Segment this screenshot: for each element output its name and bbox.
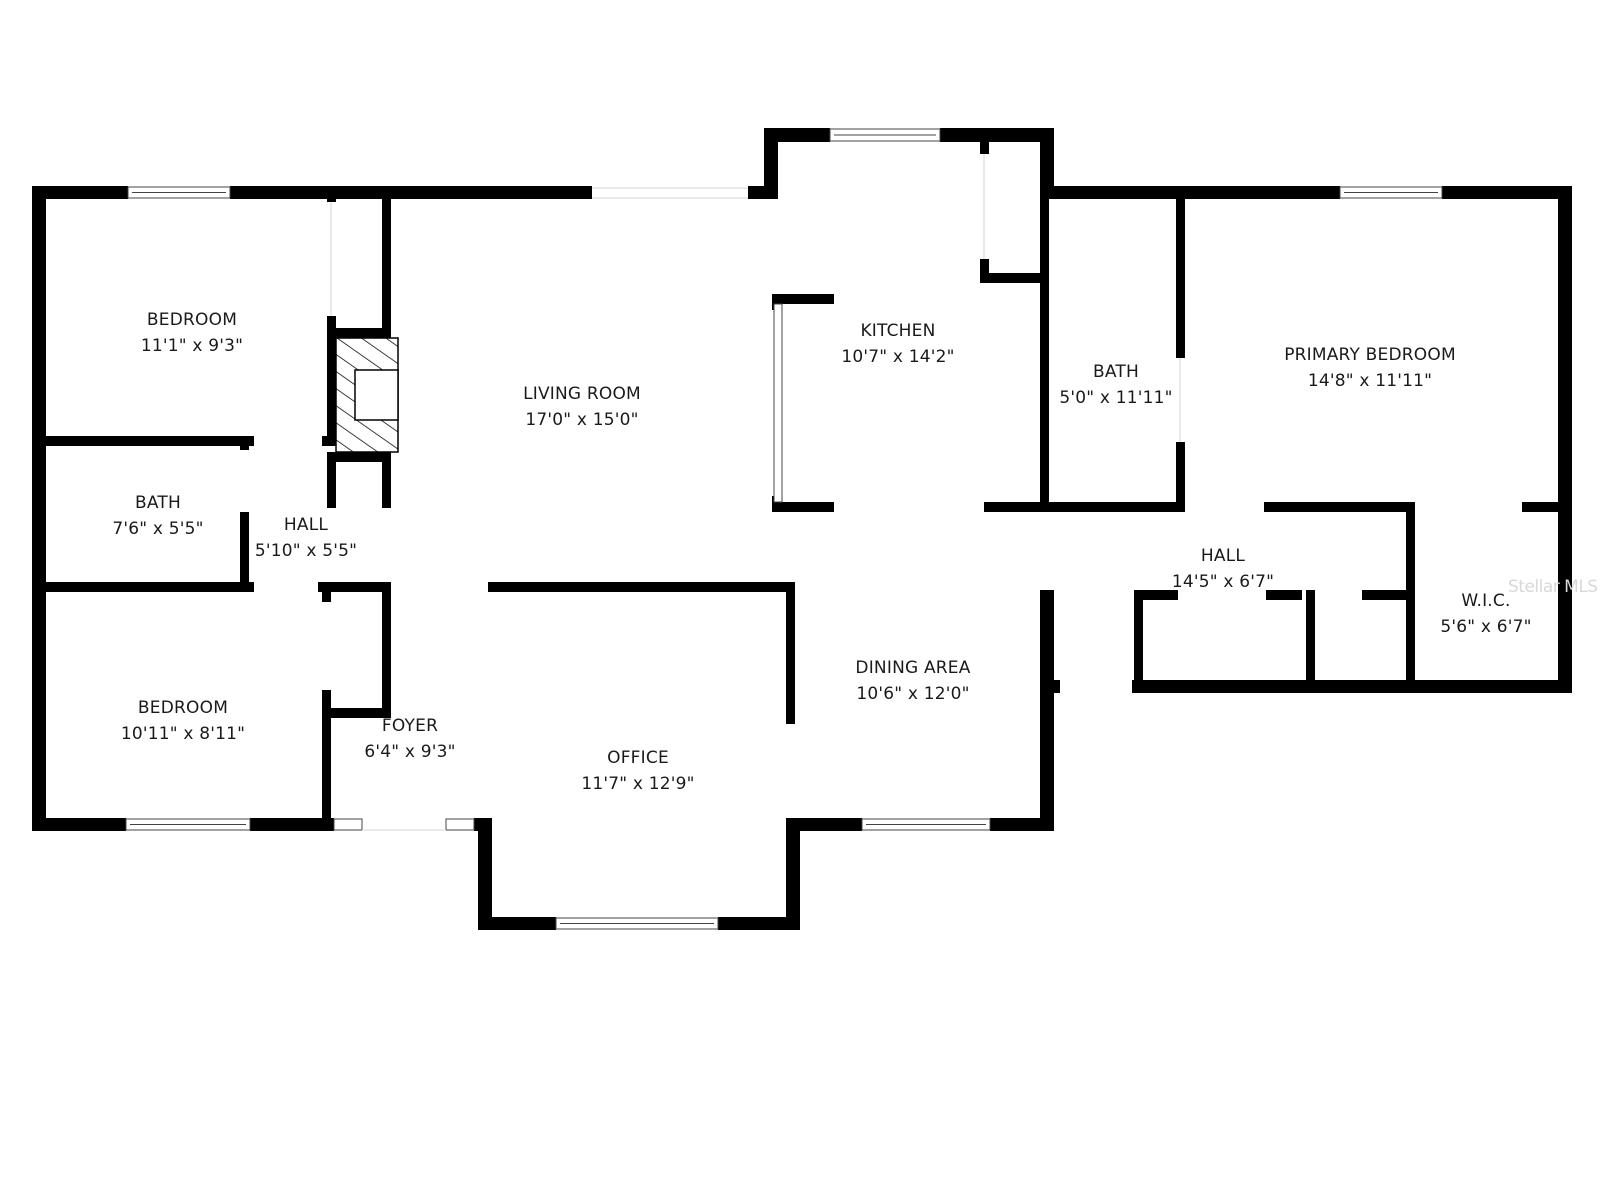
room-name: PRIMARY BEDROOM (1284, 345, 1456, 365)
room-name: DINING AREA (855, 658, 971, 678)
room-label-kitchen: KITCHEN 10'7" x 14'2" (841, 318, 954, 370)
room-label-office: OFFICE 11'7" x 12'9" (581, 745, 694, 797)
exterior-walls (32, 128, 1572, 930)
room-label-hall-2: HALL 14'5" x 6'7" (1172, 543, 1274, 595)
room-name: BEDROOM (146, 310, 238, 330)
room-name: OFFICE (607, 748, 669, 768)
room-name: BATH (135, 493, 181, 513)
windows (125, 128, 1443, 930)
room-dimensions: 6'4" x 9'3" (364, 742, 456, 762)
room-name: KITCHEN (860, 321, 936, 341)
room-dimensions: 11'7" x 12'9" (581, 774, 695, 794)
room-label-bedroom-1: BEDROOM 11'1" x 9'3" (141, 307, 243, 359)
room-dimensions: 11'1" x 9'3" (140, 336, 244, 356)
room-label-primary-bedroom: PRIMARY BEDROOM 14'8" x 11'11" (1284, 342, 1456, 394)
room-dimensions: 10'6" x 12'0" (856, 684, 970, 704)
room-dimensions: 10'11" x 8'11" (120, 724, 246, 744)
room-name: FOYER (381, 716, 439, 736)
room-dimensions: 5'6" x 6'7" (1440, 617, 1532, 637)
fireplace (335, 337, 399, 453)
room-dimensions: 5'10" x 5'5" (254, 541, 358, 561)
room-label-bath-2: BATH 5'0" x 11'11" (1059, 359, 1172, 411)
room-label-foyer: FOYER 6'4" x 9'3" (364, 713, 455, 765)
room-name: HALL (1200, 546, 1246, 566)
room-dimensions: 14'5" x 6'7" (1171, 572, 1275, 592)
watermark: Stellar MLS (1508, 577, 1598, 597)
openings (330, 154, 1181, 831)
room-label-dining-area: DINING AREA 10'6" x 12'0" (855, 655, 970, 707)
room-name: BATH (1093, 362, 1139, 382)
room-label-bath-1: BATH 7'6" x 5'5" (112, 490, 203, 542)
room-dimensions: 17'0" x 15'0" (525, 410, 639, 430)
room-label-bedroom-2: BEDROOM 10'11" x 8'11" (121, 695, 245, 747)
room-name: W.I.C. (1461, 591, 1511, 611)
room-label-wic: W.I.C. 5'6" x 6'7" (1440, 588, 1531, 640)
room-dimensions: 5'0" x 11'11" (1059, 388, 1173, 408)
interior-walls (32, 140, 1572, 830)
room-name: LIVING ROOM (523, 384, 641, 404)
room-name: HALL (283, 515, 329, 535)
room-name: BEDROOM (137, 698, 229, 718)
room-dimensions: 7'6" x 5'5" (112, 519, 204, 539)
room-dimensions: 14'8" x 11'11" (1307, 371, 1433, 391)
room-dimensions: 10'7" x 14'2" (841, 347, 955, 367)
room-label-living-room: LIVING ROOM 17'0" x 15'0" (523, 381, 641, 433)
room-label-hall-1: HALL 5'10" x 5'5" (255, 512, 357, 564)
